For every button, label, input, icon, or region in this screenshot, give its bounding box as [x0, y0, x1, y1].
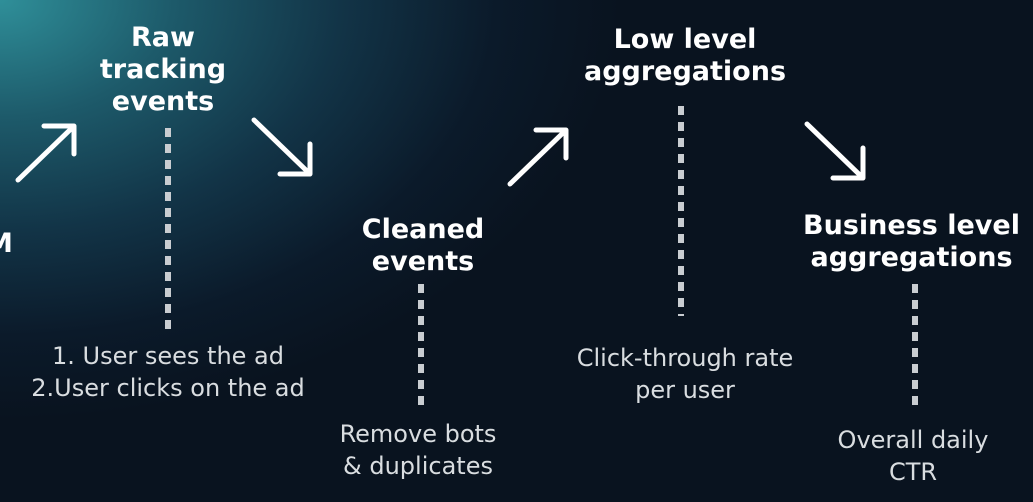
arrow-up-right-icon	[15, 123, 77, 183]
arrow-up-right-icon	[507, 127, 569, 187]
partial-stage-label: M	[0, 228, 13, 259]
stage-raw-description: 1. User sees the ad 2.User clicks on the…	[31, 342, 305, 402]
stage-cleaned-label: Cleaned events	[361, 214, 485, 277]
stage-cleaned-description: Remove bots & duplicates	[339, 420, 497, 480]
arrow-down-right-icon	[804, 121, 866, 181]
dotted-connector	[912, 284, 918, 412]
stage-low-level-description: Click-through rate per user	[576, 344, 794, 404]
stage-raw-label: Raw tracking events	[99, 22, 227, 117]
stage-business-level-label: Business level aggregations	[803, 210, 1020, 273]
dotted-connector	[418, 284, 424, 412]
dotted-connector	[678, 106, 684, 316]
stage-low-level-label: Low level aggregations	[583, 24, 787, 87]
dotted-connector	[165, 128, 171, 332]
stage-business-level-description: Overall daily CTR	[837, 426, 989, 486]
arrow-down-right-icon	[251, 117, 313, 177]
